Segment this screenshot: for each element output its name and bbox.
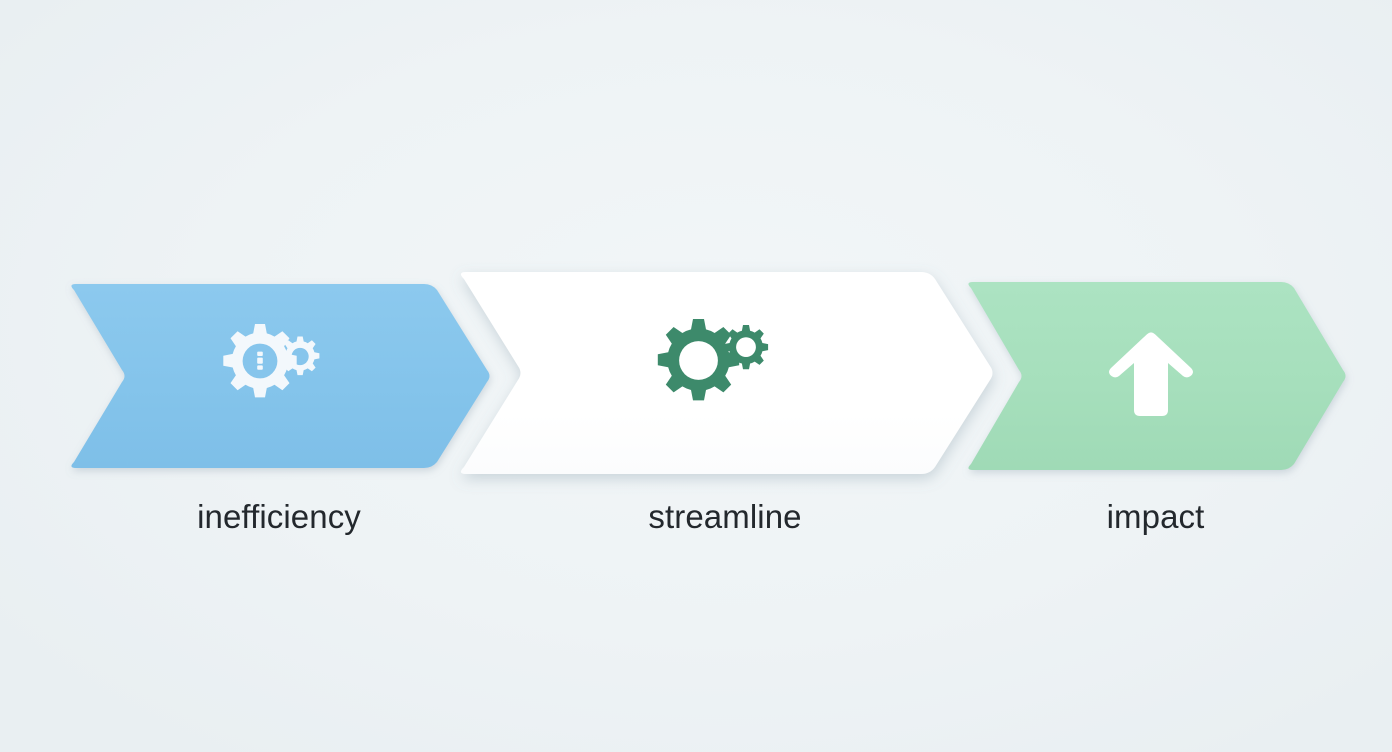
chevron-shape-impact[interactable]: [963, 282, 1348, 470]
chevron-shape-streamline[interactable]: [455, 272, 995, 474]
chevron-shape-inefficiency[interactable]: [66, 284, 492, 468]
step-label-streamline: streamline: [648, 498, 802, 535]
step-label-inefficiency: inefficiency: [197, 498, 361, 535]
step-label-impact: impact: [1106, 498, 1205, 535]
